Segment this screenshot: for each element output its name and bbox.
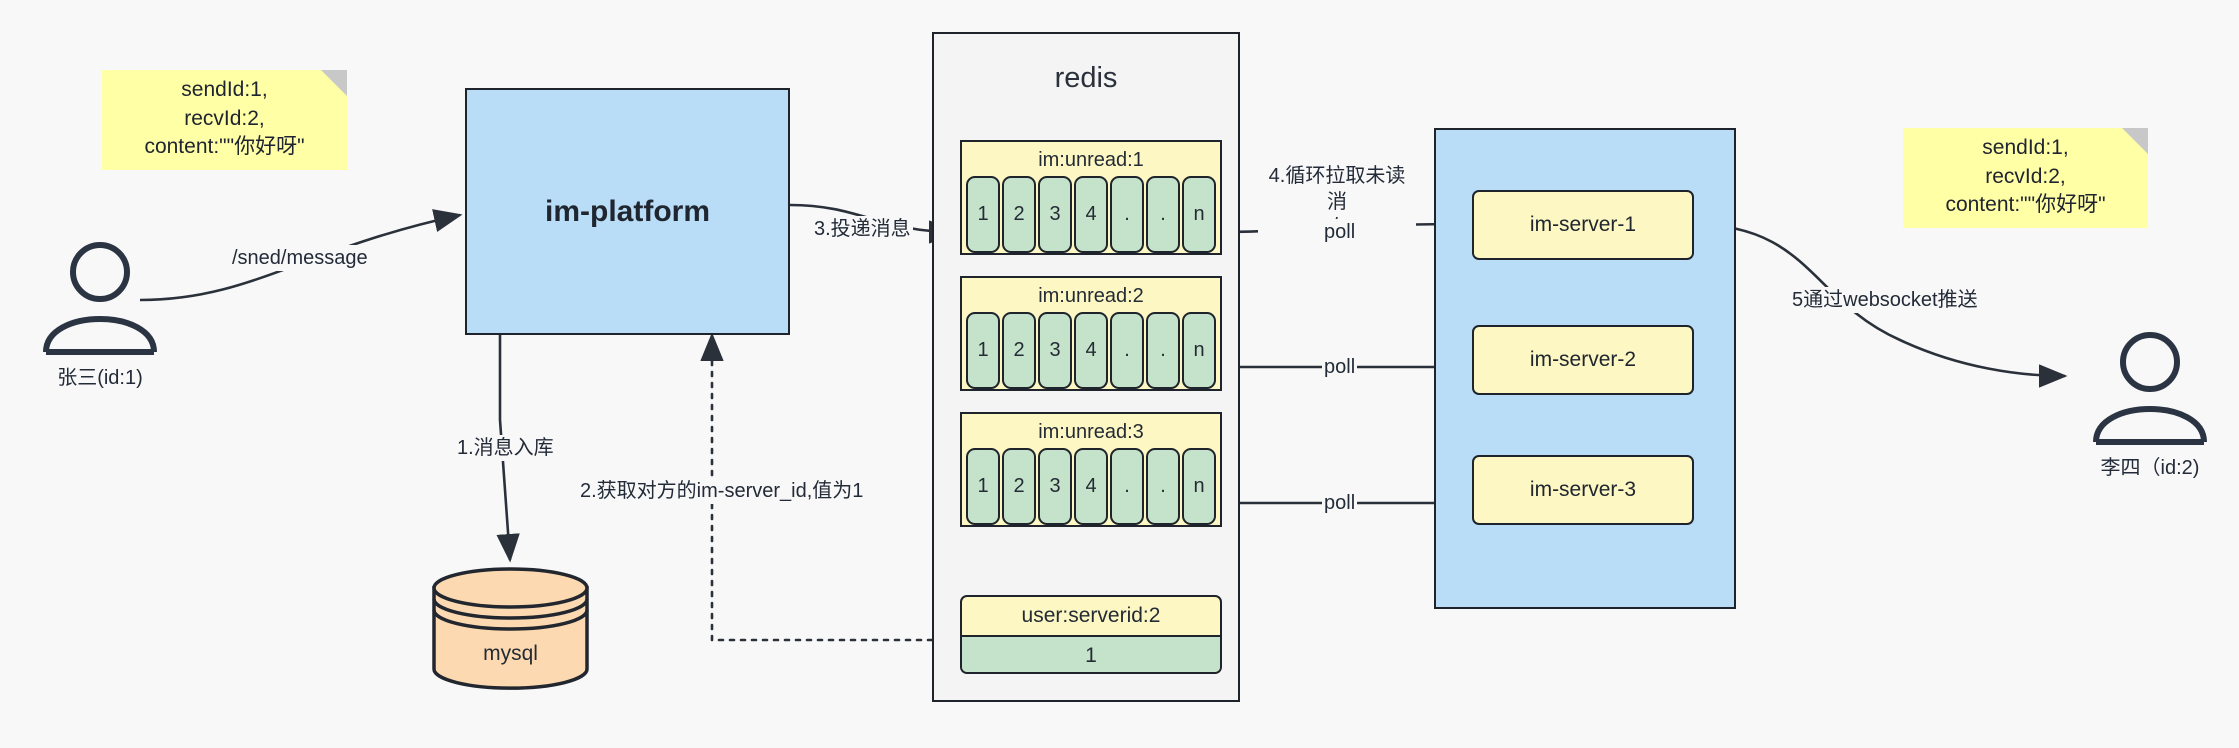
redis-cell: 4 <box>1074 448 1108 525</box>
redis-queue-0: im:unread:1 1 2 3 4 . . n <box>960 140 1222 255</box>
edge-label-step5: 5通过websocket推送 <box>1790 287 1980 313</box>
redis-cell: 3 <box>1038 312 1072 389</box>
sticky-note-right: sendId:1, recvId:2, content:""你好呀" <box>1903 128 2148 228</box>
user-icon <box>43 242 157 355</box>
node-im-server-1-label: im-server-1 <box>1529 213 1637 236</box>
edge-label-step1: 1.消息入库 <box>455 435 556 461</box>
redis-queue-1-key: im:unread:2 <box>1038 285 1144 307</box>
node-redis-label: redis <box>1054 62 1118 94</box>
edge-label-send-message: /sned/message <box>230 245 370 271</box>
redis-cell: . <box>1110 448 1144 525</box>
redis-cell: 3 <box>1038 448 1072 525</box>
edge-label-poll-2: poll <box>1322 354 1358 380</box>
redis-cell: 3 <box>1038 176 1072 253</box>
node-im-server-3[interactable]: im-server-3 <box>1472 455 1694 525</box>
redis-cell: 2 <box>1002 448 1036 525</box>
node-im-platform[interactable]: im-platform <box>465 88 790 335</box>
redis-cell: 1 <box>966 448 1000 525</box>
redis-cell: 4 <box>1074 312 1108 389</box>
node-im-platform-label: im-platform <box>545 194 710 228</box>
redis-cell: . <box>1146 312 1180 389</box>
redis-cell: 1 <box>966 312 1000 389</box>
redis-cell: n <box>1182 448 1216 525</box>
edge-label-step3: 3.投递消息 <box>812 216 913 242</box>
redis-cell: n <box>1182 176 1216 253</box>
sticky-note-left: sendId:1, recvId:2, content:""你好呀" <box>102 70 347 170</box>
redis-kv-key: user:serverid:2 <box>962 597 1220 637</box>
redis-cell: 4 <box>1074 176 1108 253</box>
actor-receiver: 李四（id:2) <box>2080 330 2220 480</box>
redis-queue-2: im:unread:3 1 2 3 4 . . n <box>960 412 1222 527</box>
edge-label-poll-3: poll <box>1322 490 1358 516</box>
actor-sender-label: 张三(id:1) <box>57 367 143 389</box>
node-im-server-3-label: im-server-3 <box>1529 478 1637 501</box>
sticky-note-left-text: sendId:1, recvId:2, content:""你好呀" <box>144 77 305 159</box>
node-im-server-1[interactable]: im-server-1 <box>1472 190 1694 260</box>
redis-cell: 2 <box>1002 312 1036 389</box>
node-im-server-2[interactable]: im-server-2 <box>1472 325 1694 395</box>
redis-kv-value: 1 <box>962 637 1220 672</box>
edge-label-poll-1: poll <box>1322 219 1358 245</box>
note-fold-icon <box>321 70 347 96</box>
database-cylinder-icon <box>432 567 589 690</box>
node-mysql-label: mysql <box>483 642 538 665</box>
redis-queue-2-key: im:unread:3 <box>1038 421 1144 443</box>
user-icon <box>2093 332 2207 445</box>
node-im-server-2-label: im-server-2 <box>1529 348 1637 371</box>
sticky-note-right-text: sendId:1, recvId:2, content:""你好呀" <box>1945 135 2106 217</box>
redis-cell: . <box>1146 176 1180 253</box>
redis-cell: . <box>1146 448 1180 525</box>
redis-cell: 1 <box>966 176 1000 253</box>
redis-kv-user-serverid: user:serverid:2 1 <box>960 595 1222 674</box>
redis-cell: . <box>1110 176 1144 253</box>
actor-receiver-label: 李四（id:2) <box>2100 457 2200 479</box>
redis-queue-1: im:unread:2 1 2 3 4 . . n <box>960 276 1222 391</box>
redis-cell: . <box>1110 312 1144 389</box>
note-fold-icon <box>2122 128 2148 154</box>
redis-cell: 2 <box>1002 176 1036 253</box>
redis-queue-0-key: im:unread:1 <box>1038 149 1144 171</box>
edge-label-step2: 2.获取对方的im-server_id,值为1 <box>578 478 866 504</box>
node-mysql[interactable]: mysql <box>428 566 593 691</box>
actor-sender: 张三(id:1) <box>30 240 170 390</box>
redis-cell: n <box>1182 312 1216 389</box>
